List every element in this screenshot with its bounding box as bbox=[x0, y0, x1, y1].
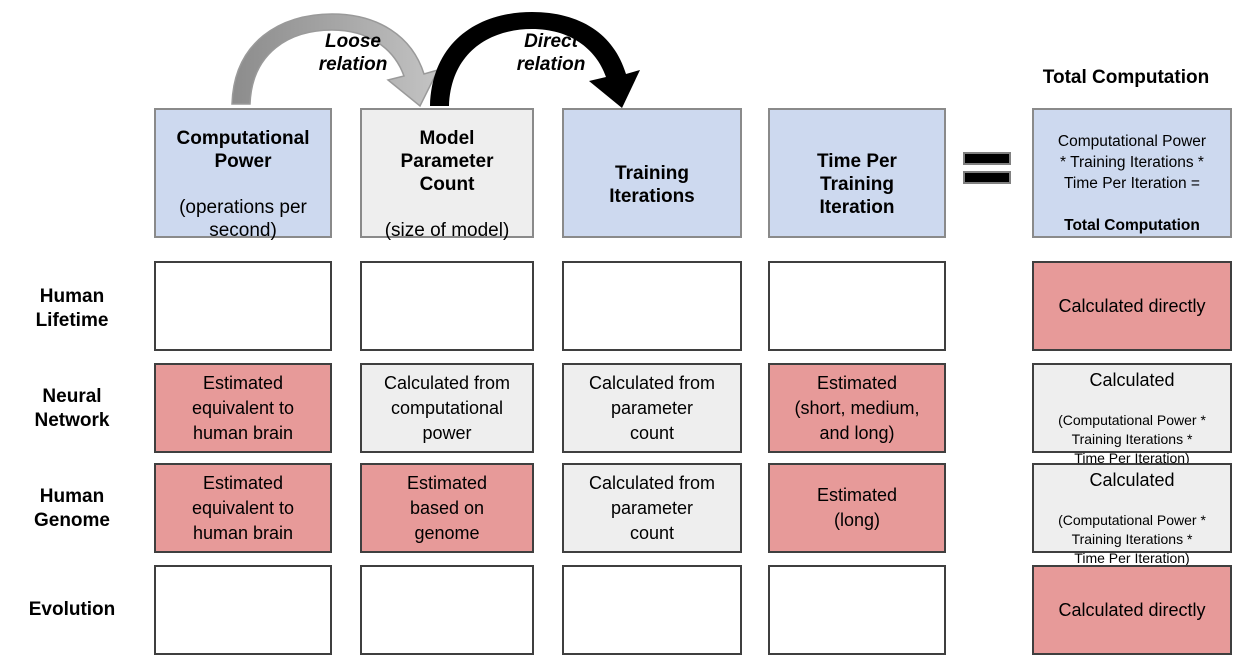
cell-evolution-computational-power[interactable] bbox=[154, 565, 332, 655]
cell-text: Estimated equivalent to human brain bbox=[191, 372, 295, 443]
cell-human-lifetime-training-iterations[interactable] bbox=[562, 261, 742, 351]
header-title-computational-power: Computational Power bbox=[176, 128, 310, 172]
cell-neural-network-computational-power[interactable]: Estimated equivalent to human brain bbox=[154, 363, 332, 453]
cell-neural-network-time-per-iteration[interactable]: Estimated (short, medium, and long) bbox=[768, 363, 946, 453]
header-time-per-training-iteration[interactable]: Time Per Training Iteration bbox=[768, 108, 946, 238]
cell-evolution-model-parameter-count[interactable] bbox=[360, 565, 534, 655]
cell-neural-network-training-iterations[interactable]: Calculated from parameter count bbox=[562, 363, 742, 453]
cell-human-lifetime-model-parameter-count[interactable] bbox=[360, 261, 534, 351]
row-label-human-genome: Human Genome bbox=[33, 486, 111, 531]
header-subtitle-model-parameter-count: (size of model) bbox=[384, 220, 510, 241]
cell-human-genome-computational-power[interactable]: Estimated equivalent to human brain bbox=[154, 463, 332, 553]
cell-neural-network-total-computation[interactable]: Calculated (Computational Power * Traini… bbox=[1032, 363, 1232, 466]
cell-text: Calculated directly bbox=[1058, 295, 1206, 316]
cell-evolution-time-per-iteration[interactable] bbox=[768, 565, 946, 655]
cell-text: Estimated equivalent to human brain bbox=[191, 472, 295, 543]
header-title-time-per-training-iteration: Time Per Training Iteration bbox=[817, 151, 897, 218]
cell-human-lifetime-time-per-iteration[interactable] bbox=[768, 261, 946, 351]
cell-human-genome-training-iterations[interactable]: Calculated from parameter count bbox=[562, 463, 742, 553]
header-computational-power[interactable]: Computational Power (operations per seco… bbox=[154, 108, 332, 241]
row-label-evolution: Evolution bbox=[28, 599, 116, 620]
equals-sign-icon bbox=[963, 152, 1011, 192]
cell-human-genome-total-computation[interactable]: Calculated (Computational Power * Traini… bbox=[1032, 463, 1232, 566]
cell-text: Calculated from parameter count bbox=[588, 472, 716, 543]
header-training-iterations[interactable]: Training Iterations bbox=[562, 108, 742, 238]
cell-text: Estimated based on genome bbox=[406, 472, 488, 543]
header-total-computation[interactable]: Computational Power * Training Iteration… bbox=[1032, 108, 1232, 238]
equals-bar-top bbox=[963, 152, 1011, 165]
relation-arrows-svg bbox=[231, 12, 640, 108]
cell-human-lifetime-computational-power[interactable] bbox=[154, 261, 332, 351]
header-formula-result-total-computation: Total Computation bbox=[1064, 217, 1200, 234]
equals-bar-bottom bbox=[963, 171, 1011, 184]
cell-evolution-training-iterations[interactable] bbox=[562, 565, 742, 655]
direct-relation-label: Direct relation bbox=[516, 31, 586, 75]
total-computation-title: Total Computation bbox=[1042, 67, 1210, 88]
cell-total-detail: (Computational Power * Training Iteratio… bbox=[1058, 511, 1206, 566]
header-title-training-iterations: Training Iterations bbox=[609, 162, 695, 207]
cell-text: Calculated from parameter count bbox=[588, 372, 716, 443]
cell-total-title: Calculated bbox=[1089, 469, 1175, 490]
cell-text: Estimated (short, medium, and long) bbox=[794, 372, 920, 443]
cell-evolution-total-computation[interactable]: Calculated directly bbox=[1032, 565, 1232, 655]
cell-total-detail: (Computational Power * Training Iteratio… bbox=[1058, 411, 1206, 466]
cell-text: Calculated from computational power bbox=[383, 372, 511, 443]
cell-human-genome-model-parameter-count[interactable]: Estimated based on genome bbox=[360, 463, 534, 553]
cell-human-genome-time-per-iteration[interactable]: Estimated (long) bbox=[768, 463, 946, 553]
header-formula-total-computation: Computational Power * Training Iteration… bbox=[1057, 133, 1207, 192]
header-model-parameter-count[interactable]: Model Parameter Count (size of model) bbox=[360, 108, 534, 241]
cell-human-lifetime-total-computation[interactable]: Calculated directly bbox=[1032, 261, 1232, 351]
loose-relation-label: Loose relation bbox=[318, 31, 388, 75]
cell-total-title: Calculated bbox=[1089, 369, 1175, 390]
cell-text: Estimated (long) bbox=[816, 485, 898, 530]
cell-text: Calculated directly bbox=[1058, 599, 1206, 620]
row-label-human-lifetime: Human Lifetime bbox=[35, 286, 109, 331]
relation-arrows-band: Loose relation Direct relation bbox=[228, 8, 648, 108]
header-title-model-parameter-count: Model Parameter Count bbox=[400, 128, 494, 195]
header-subtitle-computational-power: (operations per second) bbox=[179, 197, 307, 241]
cell-neural-network-model-parameter-count[interactable]: Calculated from computational power bbox=[360, 363, 534, 453]
direct-relation-arrow-icon bbox=[430, 12, 640, 108]
row-label-neural-network: Neural Network bbox=[34, 386, 110, 431]
